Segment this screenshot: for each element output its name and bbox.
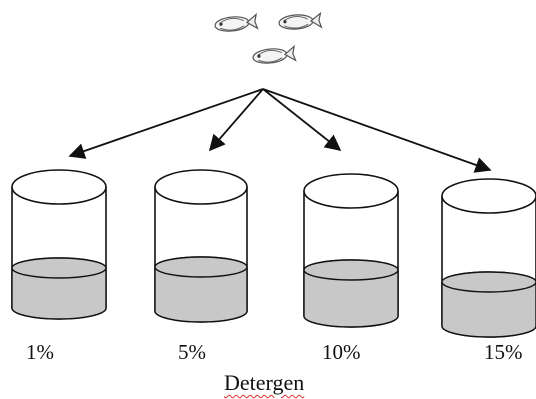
label-1pct: 1% [26,340,54,364]
arrows [68,88,492,173]
label-5pct: 5% [178,340,206,364]
beaker-4 [441,178,536,338]
beaker-icon [303,173,399,209]
label-10pct: 10% [322,340,361,364]
caption-detergen: Detergen [224,370,305,395]
beaker-2 [154,169,248,323]
arrow-icon [262,88,342,152]
beaker-icon [154,169,248,205]
arrow-icon [208,88,264,152]
arrow-icon [68,88,264,159]
beaker-1 [11,169,107,320]
fish-icon [251,45,297,66]
arrow-icon [262,88,492,173]
fish-icon [213,13,259,34]
fish-icon [277,12,323,31]
beaker-3 [303,173,399,328]
fish-group [213,12,323,66]
label-15pct: 15% [484,340,523,364]
beaker-icon [11,169,107,205]
beaker-icon [441,178,536,214]
